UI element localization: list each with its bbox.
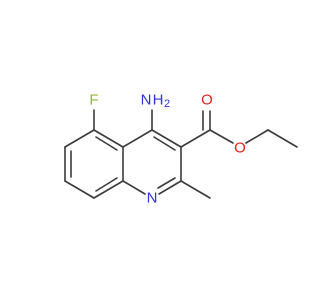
bond-c4-c3 — [151, 129, 182, 148]
carbonyl-oxygen-label: O — [201, 92, 213, 109]
bonds — [64, 109, 298, 199]
ester-oxygen-label: O — [234, 140, 246, 157]
bond-c4a-c5 — [93, 129, 124, 148]
amine-nitrogen-label: N — [141, 92, 152, 109]
bond-ester-o-ch2 — [245, 129, 269, 144]
amine-hydrogen-label: H — [153, 92, 164, 109]
bond-c8-c8a-inner — [95, 177, 118, 192]
fluorine-label: F — [89, 92, 98, 109]
bond-c2-n1 — [158, 180, 182, 195]
bond-carbonyl-ester-o — [209, 129, 234, 144]
ring-nitrogen-label: N — [147, 190, 158, 207]
amine-hydrogen-count: 2 — [164, 98, 170, 110]
bond-n1-c8a — [122, 180, 146, 195]
bond-c4a-c5-inner — [95, 136, 118, 151]
bond-c5-c6 — [64, 129, 95, 148]
bond-c4a-c4 — [122, 129, 153, 148]
bond-c2-methyl — [180, 180, 211, 199]
bond-c4-c3-inner — [153, 136, 176, 151]
quinoline-structure-diagram: F N H 2 O O N — [64, 92, 298, 207]
atom-labels: F N H 2 O O N — [89, 92, 245, 207]
bond-ch2-ch3 — [267, 129, 298, 148]
bond-c3-carbonyl — [180, 129, 211, 148]
bond-c7-c8 — [64, 180, 95, 199]
bond-c2-n1-inner — [157, 177, 176, 189]
bond-c8-c8a — [93, 180, 124, 199]
